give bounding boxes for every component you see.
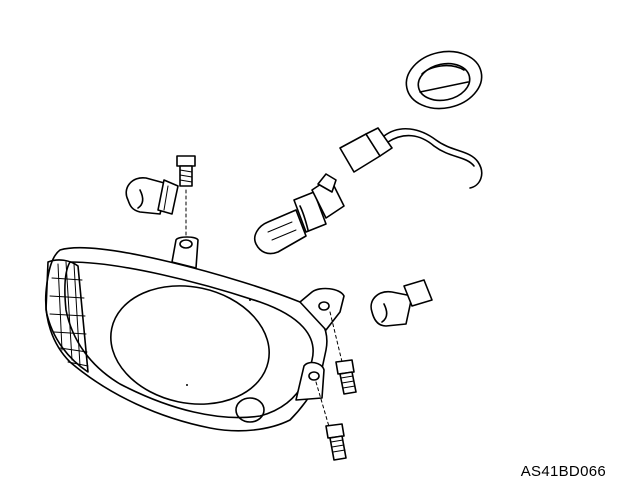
mounting-bolt-top [176,155,196,187]
figure-reference-code: AS41BD066 [520,463,606,480]
mounting-bolt-bottom [325,423,347,461]
turn-lens-grid [45,259,89,373]
dust-cover [405,50,483,110]
headlight-housing [44,189,345,432]
parking-bulb [125,177,179,215]
headlight-bulb [253,173,345,255]
bulb-connector [339,127,483,189]
mounting-bolt-right [335,359,357,395]
turn-signal-bulb [370,279,433,327]
